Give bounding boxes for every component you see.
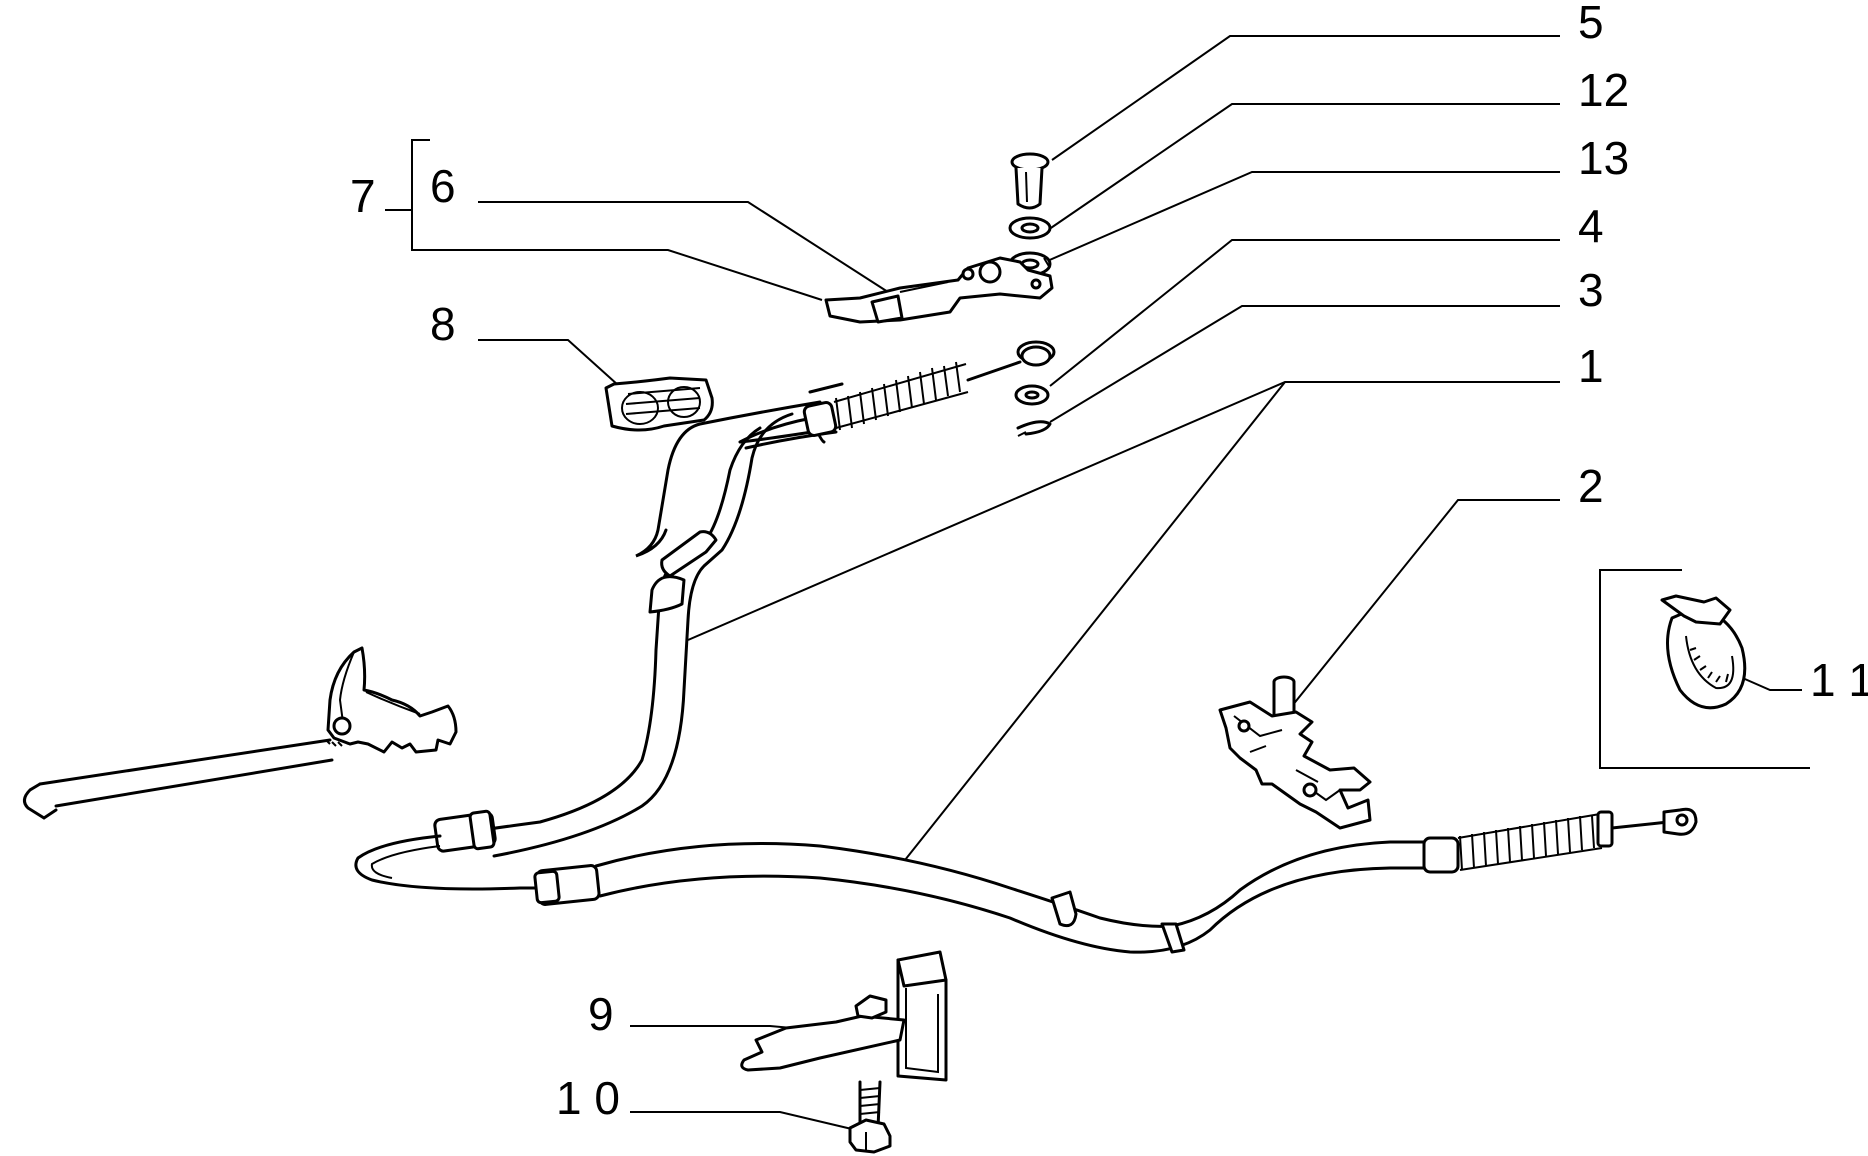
- washer-4b: [1014, 384, 1050, 406]
- cable-1: [354, 345, 1052, 906]
- lever-6: [824, 256, 1054, 324]
- callout-2: 2: [1578, 460, 1604, 512]
- callout-7: 7: [350, 170, 376, 222]
- callout-6: 6: [430, 160, 456, 212]
- callout-9: 9: [588, 988, 614, 1040]
- bracket-box-11: [1599, 569, 1810, 769]
- callout-13: 13: [1578, 132, 1629, 184]
- callout-11: 1 1: [1810, 654, 1868, 706]
- washer-12: [1008, 216, 1052, 240]
- bracket-2: [1218, 675, 1372, 830]
- callout-8: 8: [430, 298, 456, 350]
- spring-upper: [802, 345, 1052, 444]
- callout-12: 12: [1578, 64, 1629, 116]
- rod-assembly: [23, 646, 458, 820]
- callout-1: 1: [1578, 340, 1604, 392]
- plate-9: [740, 950, 948, 1082]
- cable-1-right: [594, 807, 1698, 954]
- callout-3: 3: [1578, 264, 1604, 316]
- spring-right: [1422, 807, 1698, 874]
- grommet-8: [604, 376, 714, 432]
- bolt-10: [848, 1080, 892, 1154]
- clamp-11: [1660, 594, 1747, 710]
- pin-5: [1010, 152, 1050, 210]
- callout-5: 5: [1578, 0, 1604, 48]
- leader-lines: [385, 35, 1802, 1131]
- callout-10: 1 0: [556, 1072, 620, 1124]
- callout-4: 4: [1578, 200, 1604, 252]
- split-pin-3: [1016, 420, 1052, 437]
